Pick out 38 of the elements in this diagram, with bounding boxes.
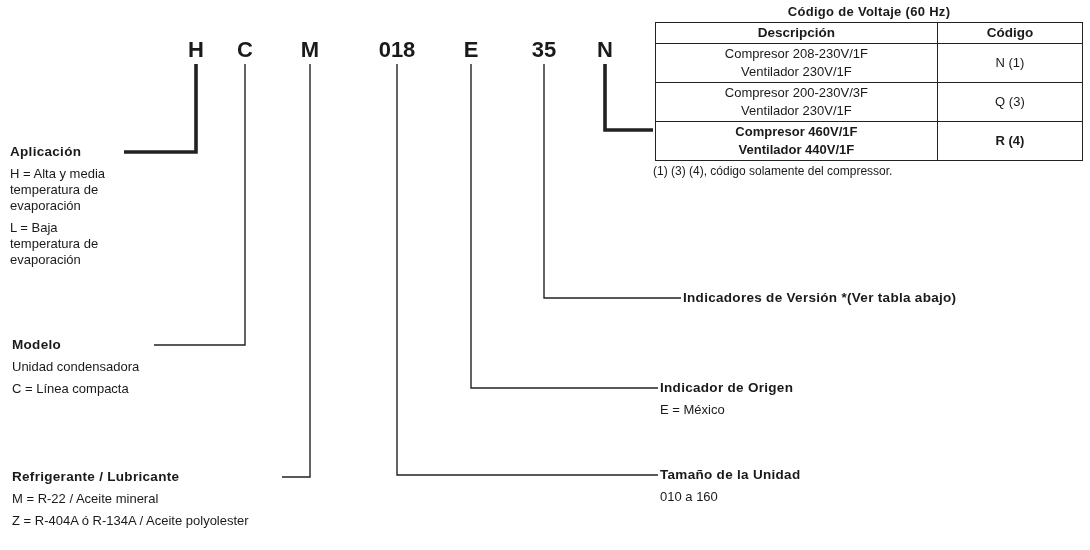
leader-line (603, 64, 653, 132)
code-letter: 35 (530, 38, 558, 62)
field-heading: Aplicación (10, 143, 83, 160)
leader-line (281, 63, 311, 478)
table-cell-text: N (1) (994, 54, 1026, 72)
code-letter: M (297, 38, 323, 62)
footnote: (1) (3) (4), código solamente del compressor. (653, 164, 893, 178)
code-letter: E (460, 38, 482, 62)
table-cell-text: Compresor 200-230V/3F Ventilador 230V/1F (723, 84, 869, 120)
field-heading: Indicadores de Versión *(Ver tabla abajo) (683, 289, 958, 306)
table-cell-text: Compresor 460V/1F Ventilador 440V/1F (734, 123, 859, 159)
field-description: C = Línea compacta (12, 381, 130, 397)
field-heading: Refrigerante / Lubricante (12, 468, 181, 485)
column-header: Código (985, 24, 1035, 42)
table-title: Código de Voltaje (60 Hz) (786, 4, 952, 19)
field-description: H = Alta y media temperatura de evaporación (10, 166, 107, 214)
table-cell-text: Compresor 208-230V/1F Ventilador 230V/1F (723, 45, 869, 81)
column-header: Descripción (756, 24, 837, 42)
field-heading: Indicador de Origen (660, 379, 795, 396)
field-heading: Modelo (12, 336, 63, 353)
code-letter: C (233, 38, 257, 62)
field-description: L = Baja temperatura de evaporación (10, 220, 100, 268)
field-description: E = México (660, 402, 726, 418)
leader-line (396, 63, 659, 476)
leader-line (543, 63, 682, 299)
field-description: Z = R-404A ó R-134A / Aceite polyolester (12, 513, 250, 529)
code-letter: N (593, 38, 617, 62)
table-cell-text: Q (3) (994, 93, 1026, 111)
leader-line (153, 63, 246, 346)
code-letter: H (184, 38, 208, 62)
table-cell-text: R (4) (994, 132, 1026, 150)
field-description: 010 a 160 (660, 489, 719, 505)
field-description: M = R-22 / Aceite mineral (12, 491, 160, 507)
leader-line (470, 63, 659, 389)
leader-line (124, 64, 198, 154)
field-heading: Tamaño de la Unidad (660, 466, 802, 483)
code-letter: 018 (376, 38, 418, 62)
field-description: Unidad condensadora (12, 359, 141, 375)
